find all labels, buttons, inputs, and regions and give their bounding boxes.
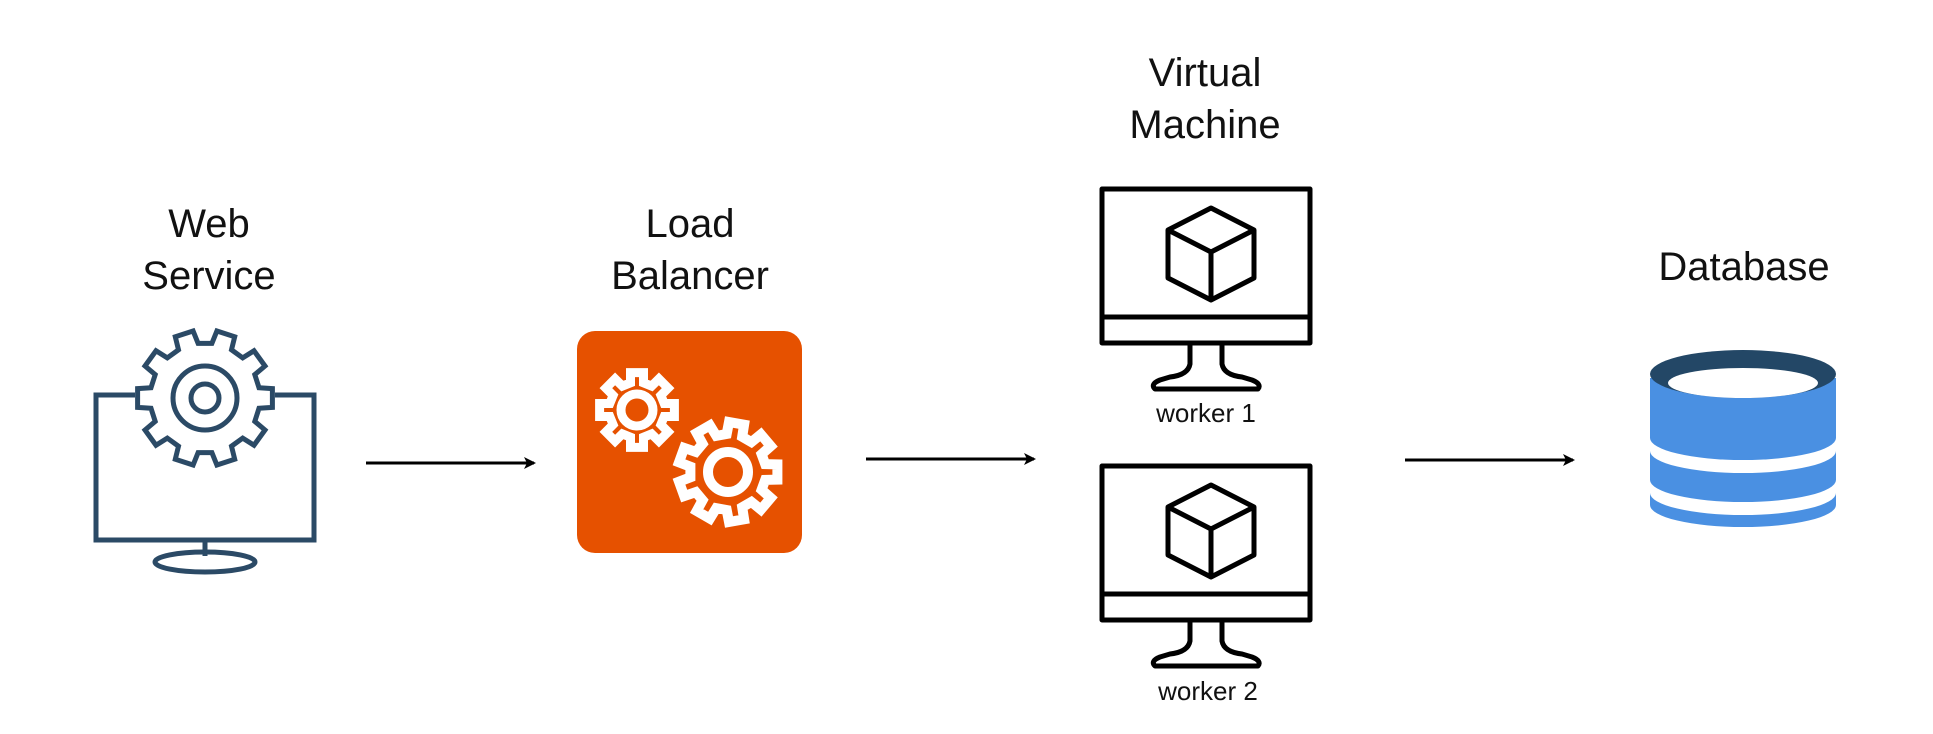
monitor-cube-icon bbox=[1099, 186, 1313, 392]
web-service-node[interactable]: Web Service bbox=[93, 202, 317, 575]
worker-2-label: worker 2 bbox=[1157, 676, 1258, 706]
worker-1-label: worker 1 bbox=[1155, 398, 1256, 428]
flow-arrows bbox=[366, 453, 1575, 469]
gears-icon bbox=[577, 331, 802, 553]
vm-worker-1[interactable]: worker 1 bbox=[1099, 186, 1313, 428]
load-balancer-label-line1: Load bbox=[646, 202, 735, 246]
load-balancer-node[interactable]: Load Balancer bbox=[577, 202, 802, 553]
web-service-label-line1: Web bbox=[168, 202, 250, 246]
virtual-machine-label-line1: Virtual bbox=[1149, 51, 1262, 95]
database-node[interactable]: Database bbox=[1650, 245, 1836, 527]
monitor-gear-icon bbox=[93, 327, 317, 575]
virtual-machine-node[interactable]: Virtual Machine worker 1 bbox=[1099, 51, 1313, 706]
monitor-cube-icon bbox=[1099, 463, 1313, 669]
database-label: Database bbox=[1658, 245, 1829, 289]
vm-worker-2[interactable]: worker 2 bbox=[1099, 463, 1313, 706]
virtual-machine-label-line2: Machine bbox=[1129, 103, 1280, 147]
load-balancer-label-line2: Balancer bbox=[611, 254, 769, 298]
database-cylinder-icon bbox=[1650, 350, 1836, 527]
web-service-label-line2: Service bbox=[142, 254, 275, 298]
